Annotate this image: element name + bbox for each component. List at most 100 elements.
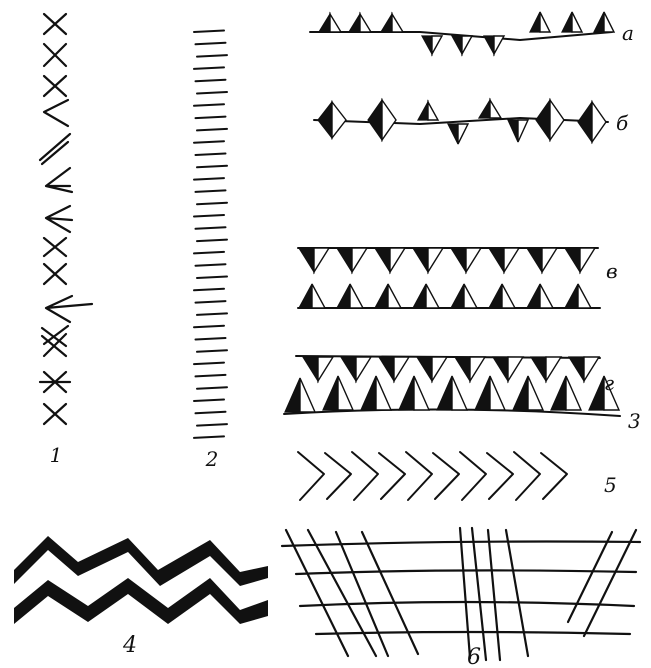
triangle-up — [528, 376, 543, 410]
dash-mark — [194, 400, 224, 402]
triangle-down — [542, 248, 557, 272]
dash-mark — [197, 424, 227, 426]
column-1-marks — [40, 14, 92, 424]
triangle-up — [338, 376, 353, 410]
triangle-up — [594, 12, 604, 32]
triangle-down — [379, 357, 394, 381]
triangle-down — [531, 357, 546, 381]
label-g: г — [604, 371, 614, 395]
triangle-up — [285, 378, 300, 412]
diamond-mark — [368, 100, 382, 140]
triangle-up — [375, 284, 388, 308]
dash-mark — [196, 375, 226, 377]
triangle-down — [455, 357, 470, 381]
figure-4-zigzag — [14, 536, 268, 624]
triangle-up — [578, 284, 591, 308]
dash-mark — [197, 55, 227, 57]
dash-mark — [194, 326, 224, 328]
diamond-mark — [382, 100, 396, 140]
row-b-ornament — [314, 100, 608, 144]
triangle-down — [432, 36, 442, 54]
dash-mark — [194, 141, 224, 143]
triangle-up — [540, 12, 550, 32]
triangle-down — [504, 248, 519, 272]
triangle-up — [589, 376, 604, 410]
dash-mark — [197, 350, 227, 352]
row-a-ornament — [310, 12, 614, 54]
chevron-mark — [406, 452, 432, 500]
triangle-down — [356, 357, 371, 381]
dash-mark — [197, 166, 227, 168]
triangle-down — [448, 124, 458, 144]
dash-mark — [194, 289, 224, 291]
triangle-down — [375, 248, 390, 272]
dash-mark — [194, 67, 224, 69]
dash-mark — [194, 178, 224, 180]
triangle-down — [341, 357, 356, 381]
dash-mark — [194, 31, 224, 33]
dash-mark — [197, 313, 227, 315]
triangle-down — [318, 357, 333, 381]
triangle-up — [604, 12, 614, 32]
triangle-up — [490, 376, 505, 410]
triangle-up — [464, 284, 477, 308]
triangle-down — [417, 357, 432, 381]
triangle-down — [352, 248, 367, 272]
diamond-mark — [578, 102, 592, 142]
triangle-up — [299, 284, 312, 308]
triangle-up — [300, 378, 315, 412]
triangle-up — [312, 284, 325, 308]
chevron-mark — [298, 452, 324, 500]
triangle-down — [314, 248, 329, 272]
dash-mark — [196, 117, 226, 119]
triangle-up — [414, 376, 429, 410]
dash-mark — [194, 104, 224, 106]
triangle-up — [490, 100, 501, 118]
dash-mark — [196, 227, 226, 229]
diamond-mark — [550, 100, 564, 140]
triangle-up — [572, 12, 582, 32]
label-3: 3 — [628, 409, 641, 433]
triangle-up — [426, 284, 439, 308]
triangle-up — [452, 376, 467, 410]
diamond-mark — [318, 102, 332, 138]
triangle-down — [527, 248, 542, 272]
triangle-down — [484, 36, 494, 54]
triangle-up — [527, 284, 540, 308]
triangle-up — [381, 14, 392, 32]
triangle-down — [422, 36, 432, 54]
dash-mark — [197, 203, 227, 205]
dash-mark — [196, 412, 226, 414]
triangle-up — [418, 102, 428, 120]
triangle-down — [458, 124, 468, 144]
label-v: в — [606, 259, 618, 283]
triangle-up — [413, 284, 426, 308]
dash-mark — [197, 129, 227, 131]
triangle-down — [493, 357, 508, 381]
triangle-down — [508, 357, 523, 381]
triangle-up — [451, 284, 464, 308]
dash-mark — [194, 215, 224, 217]
label-6: 6 — [467, 645, 481, 668]
triangle-down — [432, 357, 447, 381]
diamond-mark — [332, 102, 346, 138]
triangle-up — [428, 102, 438, 120]
dash-mark — [194, 436, 224, 438]
column-2-dashes — [194, 31, 227, 438]
triangle-down — [462, 36, 472, 54]
triangle-up — [399, 376, 414, 410]
triangle-down — [413, 248, 428, 272]
diamond-mark — [592, 102, 606, 142]
triangle-up — [392, 14, 403, 32]
triangle-up — [349, 14, 360, 32]
chevron-mark — [460, 452, 486, 500]
triangle-down — [518, 120, 528, 142]
triangle-down — [546, 357, 561, 381]
chevron-mark — [514, 452, 540, 500]
triangle-up — [502, 284, 515, 308]
dash-mark — [194, 252, 224, 254]
triangle-up — [540, 284, 553, 308]
chevron-mark — [325, 453, 351, 499]
diamond-mark — [536, 100, 550, 140]
triangle-up — [376, 376, 391, 410]
